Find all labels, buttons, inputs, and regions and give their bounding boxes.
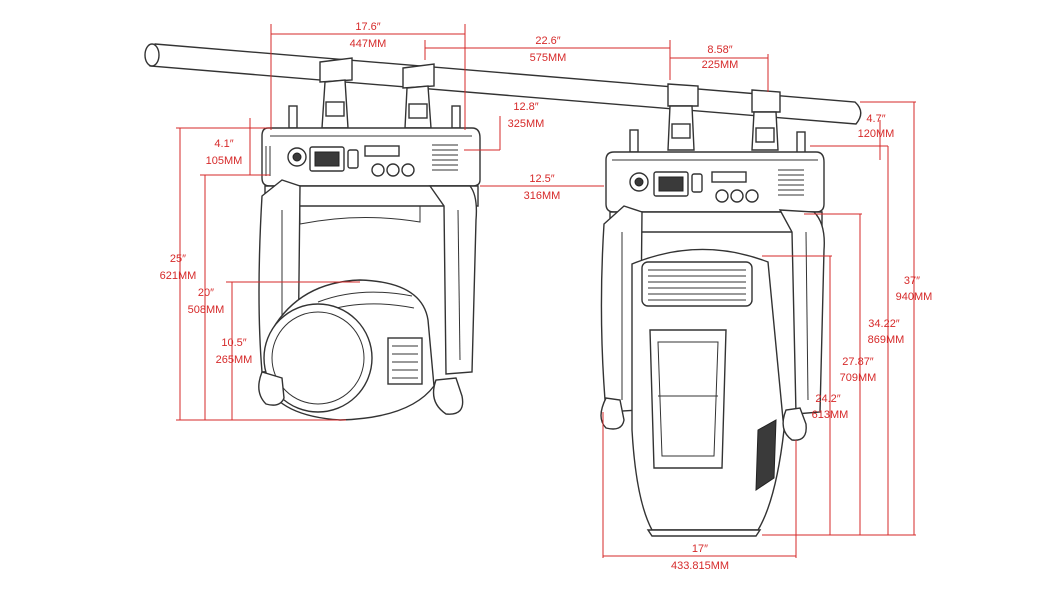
dimension-lines (176, 24, 916, 558)
label-height-right-b-mm: 709MM (840, 372, 877, 384)
moving-head-right (600, 83, 825, 537)
base-left (261, 127, 481, 187)
clamp-left-2 (402, 63, 435, 129)
lens-left (263, 303, 373, 413)
label-height-right-a-mm: 869MM (868, 334, 905, 346)
label-clamp-pair-in: 8.58″ (707, 44, 732, 56)
label-base-depth-in: 12.8″ (513, 101, 538, 113)
label-height-right-b-in: 27.87″ (842, 356, 874, 368)
label-gap-in: 12.5″ (529, 173, 554, 185)
base-right (605, 151, 825, 213)
label-base-height-in: 4.1″ (214, 138, 233, 150)
label-clamp-span-mm: 575MM (530, 52, 567, 64)
head-left (258, 279, 464, 421)
head-right (600, 248, 807, 537)
label-height-total-left-mm: 621MM (160, 270, 197, 282)
head-right-vent (641, 261, 753, 307)
dimension-labels: 17.6″ 447MM 22.6″ 575MM 8.58″ 225MM 12.8… (160, 21, 933, 572)
head-right-side-grill (755, 419, 777, 491)
label-head-width-right-in: 17″ (692, 543, 708, 555)
label-top-offset-right-in: 4.7″ (866, 113, 885, 125)
label-height-yoke-left-mm: 508MM (188, 304, 225, 316)
label-width-top-left-in: 17.6″ (355, 21, 380, 33)
label-base-depth-mm: 325MM (508, 118, 545, 130)
clamp-left-1 (319, 57, 353, 129)
label-head-height-left-in: 10.5″ (221, 337, 246, 349)
label-height-right-c-mm: 613MM (812, 409, 849, 421)
label-height-yoke-left-in: 20″ (198, 287, 214, 299)
moving-head-left (258, 57, 481, 421)
head-left-vent (387, 337, 423, 385)
label-height-total-left-in: 25″ (170, 253, 186, 265)
vent-right-side (778, 169, 804, 196)
label-height-right-c-in: 24.2″ (815, 393, 840, 405)
vent-left-side (432, 144, 458, 171)
label-height-total-right-mm: 940MM (896, 291, 933, 303)
clamp-right-1 (667, 83, 699, 151)
label-height-right-a-in: 34.22″ (868, 318, 900, 330)
label-head-height-left-mm: 265MM (216, 354, 253, 366)
label-clamp-pair-mm: 225MM (702, 59, 739, 71)
label-head-width-right-mm: 433.815MM (671, 560, 729, 572)
label-gap-mm: 316MM (524, 190, 561, 202)
label-base-height-mm: 105MM (206, 155, 243, 167)
label-height-total-right-in: 37″ (904, 275, 920, 287)
label-clamp-span-in: 22.6″ (535, 35, 560, 47)
label-top-offset-right-mm: 120MM (858, 128, 895, 140)
clamp-right-2 (751, 89, 781, 151)
label-width-top-left-mm: 447MM (350, 38, 387, 50)
